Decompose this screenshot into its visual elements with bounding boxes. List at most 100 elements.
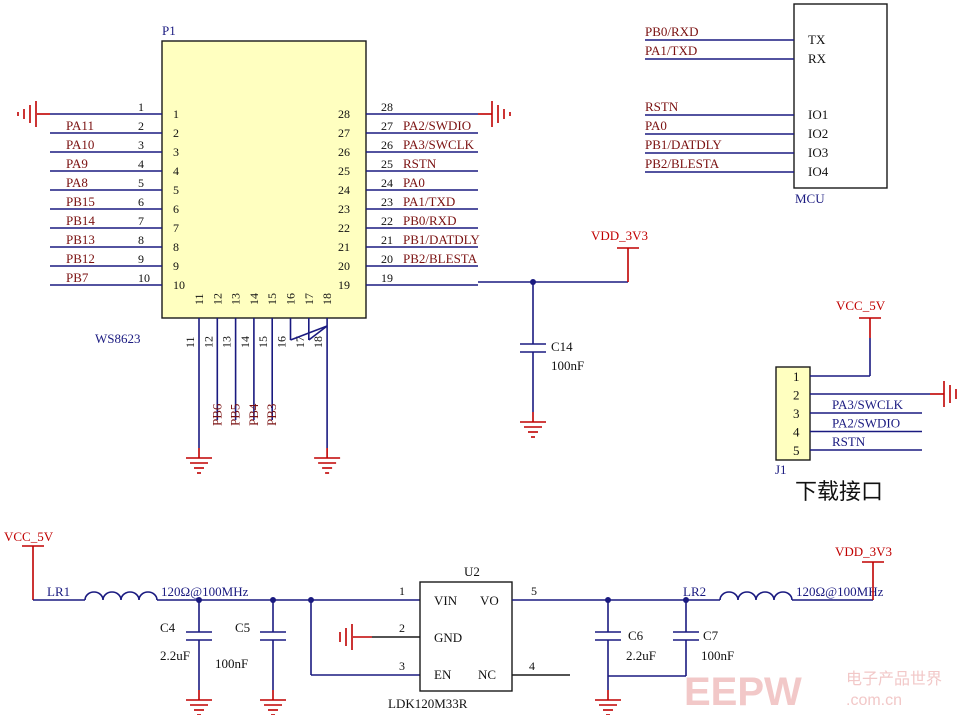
p1-left-pin-int: 9 (173, 259, 179, 273)
u2-pinnum-2: 2 (399, 621, 405, 635)
j1-net: RSTN (832, 434, 866, 449)
j1-pin-number: 4 (793, 425, 800, 440)
vcc-in-label: VCC_5V (4, 529, 54, 544)
mcu-pin-label: TX (808, 32, 826, 47)
watermark-url: .com.cn (846, 692, 902, 709)
ground-symbol-c6 (595, 690, 621, 715)
ground-symbol-p1-bottom-left (186, 448, 212, 474)
p1-right-pin-ext: 26 (381, 138, 393, 152)
p1-left-pin-int: 3 (173, 145, 179, 159)
capacitor-c6 (595, 600, 621, 690)
ground-symbol-p1-left (17, 101, 50, 127)
j1-pin-number: 2 (793, 388, 800, 403)
p1-bottom-pin-ext: 11 (183, 336, 197, 348)
lr2-value: 120Ω@100MHz (796, 584, 884, 599)
p1-left-pin-int: 10 (173, 278, 185, 292)
p1-bottom-pin-int: 14 (247, 293, 261, 305)
p1-right-pin-int: 21 (338, 240, 350, 254)
p1-right-net: PA0 (403, 175, 425, 190)
j1-vcc-label: VCC_5V (836, 298, 886, 313)
ground-symbol-u2 (339, 624, 372, 650)
ground-symbol-c14 (520, 412, 546, 438)
p1-left-net: PB7 (66, 270, 89, 285)
c5-ref: C5 (235, 620, 250, 635)
p1-left-pin-int: 2 (173, 126, 179, 140)
u2-pinnum-1: 1 (399, 584, 405, 598)
j1-pin-number: 3 (793, 406, 800, 421)
j1-pin-number: 5 (793, 443, 800, 458)
lr1-value: 120Ω@100MHz (161, 584, 249, 599)
p1-left-pin-int: 4 (173, 164, 179, 178)
u2-pin-vin: VIN (434, 593, 458, 608)
p1-left-pin-ext: 5 (138, 176, 144, 190)
u2-part: LDK120M33R (388, 696, 468, 711)
p1-ref: P1 (162, 23, 176, 38)
p1-left-pin-ext: 10 (138, 271, 150, 285)
c6-value: 2.2uF (626, 648, 656, 663)
mcu-body (793, 3, 888, 189)
p1-bottom-net: PB4 (246, 403, 261, 426)
p1-left-net: PB13 (66, 232, 95, 247)
p1-left-net: PA11 (66, 118, 94, 133)
c4-ref: C4 (160, 620, 176, 635)
vdd-top-label: VDD_3V3 (591, 228, 648, 243)
p1-bottom-pin-int: 15 (265, 293, 279, 305)
ground-symbol-j1 (810, 381, 957, 407)
mcu-pin-label: IO4 (808, 164, 829, 179)
c6-ref: C6 (628, 628, 644, 643)
mcu-ref: MCU (795, 191, 825, 206)
p1-left-pin-int: 7 (173, 221, 179, 235)
p1-part: WS8623 (95, 331, 141, 346)
mcu-pin-label: IO2 (808, 126, 828, 141)
j1-net: PA3/SWCLK (832, 397, 904, 412)
p1-bottom-pin-int: 13 (229, 293, 243, 305)
ground-symbol-c4 (186, 690, 212, 715)
u2-pin-nc: NC (478, 667, 496, 682)
p1-right-net: RSTN (403, 156, 437, 171)
p1-right-net: PB0/RXD (403, 213, 456, 228)
p1-left-net: PA10 (66, 137, 94, 152)
p1-right-pin-ext: 21 (381, 233, 393, 247)
p1-right-pin-int: 22 (338, 221, 350, 235)
u2-pinnum-5: 5 (531, 584, 537, 598)
mcu-pin-label: IO1 (808, 107, 828, 122)
c14-ref: C14 (551, 339, 573, 354)
p1-pin17-tie (308, 325, 328, 341)
p1-right-net: PA1/TXD (403, 194, 455, 209)
p1-left-pin-ext: 4 (138, 157, 144, 171)
mcu-net: PA0 (645, 118, 667, 133)
u2-ref: U2 (464, 564, 480, 579)
p1-bottom-pin-int: 16 (284, 293, 298, 305)
p1-left-pin-ext: 1 (138, 100, 144, 114)
p1-left-net: PA8 (66, 175, 88, 190)
p1-left-pin-ext: 9 (138, 252, 144, 266)
p1-bottom-pin-ext: 15 (256, 336, 270, 348)
eepw-watermark: EEPW 电子产品世界 .com.cn (684, 670, 942, 714)
mcu-pin-label: IO3 (808, 145, 828, 160)
p1-left-pin-ext: 8 (138, 233, 144, 247)
p1-left-net: PB15 (66, 194, 95, 209)
p1-right-pin-ext: 24 (381, 176, 393, 190)
mcu-net: PB0/RXD (645, 24, 698, 39)
ground-symbol-p1-bottom-right (314, 448, 341, 474)
ground-symbol-c5 (260, 690, 286, 715)
p1-bottom-pin-ext: 16 (275, 336, 289, 348)
c7-value: 100nF (701, 648, 734, 663)
p1-right-net: PA3/SWCLK (403, 137, 475, 152)
u2-pin-vo: VO (480, 593, 499, 608)
p1-bottom-pin-ext: 14 (238, 336, 252, 348)
p1-right-pin-ext: 19 (381, 271, 393, 285)
mcu-pins: TXPB0/RXDRXPA1/TXDIO1RSTNIO2PA0IO3PB1/DA… (645, 24, 829, 179)
p1-right-pin-ext: 25 (381, 157, 393, 171)
mcu-net: PB1/DATDLY (645, 137, 722, 152)
p1-right-net: PB2/BLESTA (403, 251, 478, 266)
p1-bottom-pin-int: 12 (210, 293, 224, 305)
p1-left-net: PB12 (66, 251, 95, 266)
c4-value: 2.2uF (160, 648, 190, 663)
p1-bottom-pin-int: 17 (302, 293, 316, 305)
c5-value: 100nF (215, 656, 248, 671)
